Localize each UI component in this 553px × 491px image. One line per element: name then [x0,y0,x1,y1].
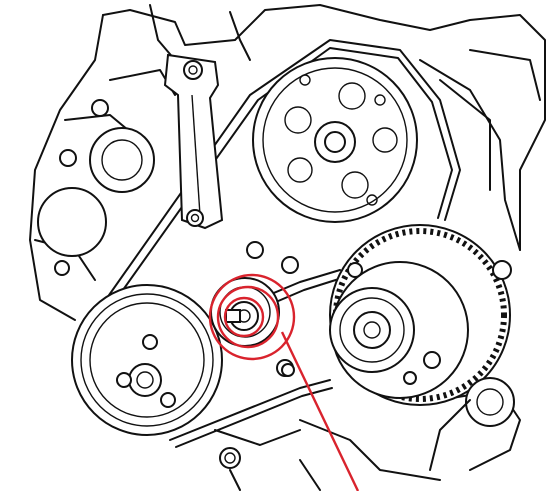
tensioner-pulley [210,241,299,377]
alternator [329,224,515,471]
drive-belt [94,39,461,448]
lower-bracket [214,363,301,469]
crank-pulley [71,284,223,436]
callout-leader-line [280,331,360,491]
timing-cover-boss [37,99,155,276]
tensioner-bracket [163,53,224,230]
upper-pulley [252,57,418,223]
tensioner-callout [208,273,360,491]
